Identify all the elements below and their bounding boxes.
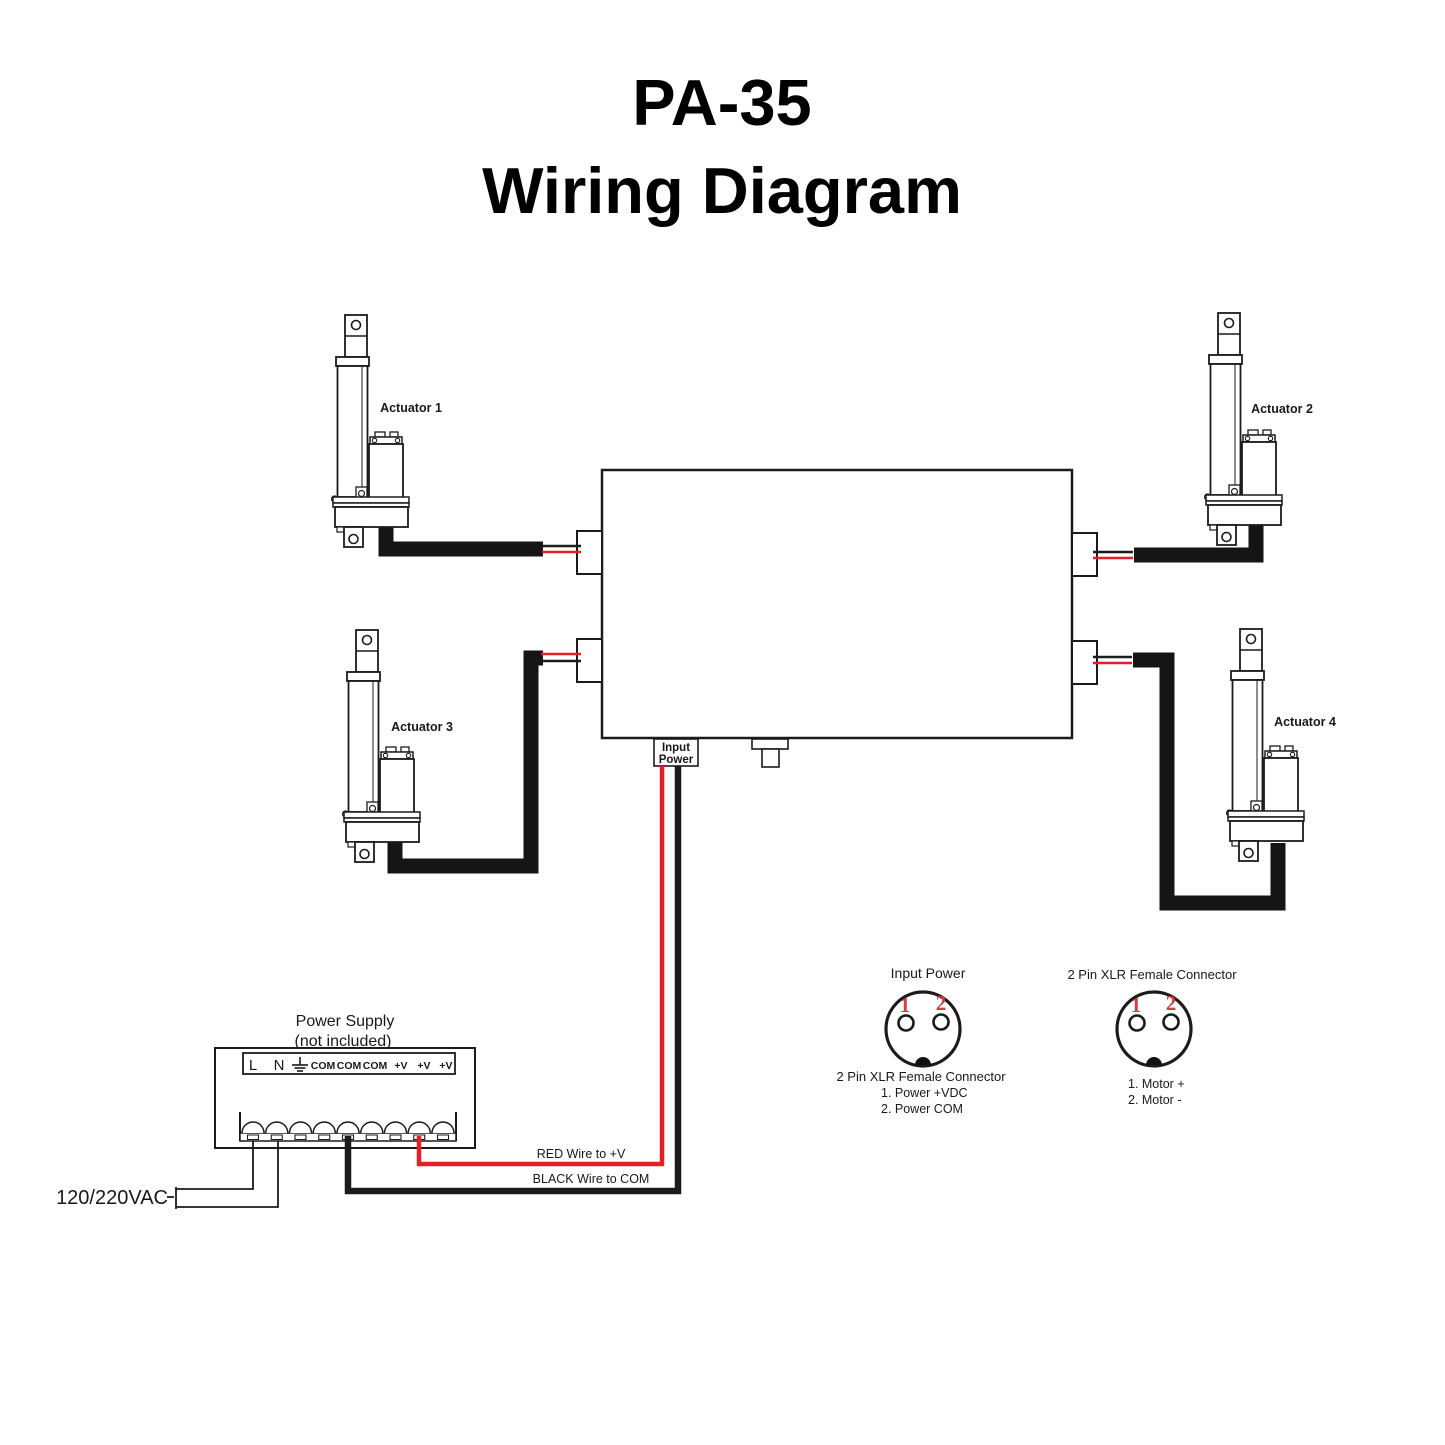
mains-line-wire [176, 1141, 254, 1190]
power-supply-title: Power Supply [296, 1013, 395, 1030]
bottom-connector-flange [751, 738, 789, 750]
actuator-1-cable [378, 516, 543, 557]
black-wire-label: BLACK Wire to COM [533, 1172, 650, 1186]
terminal-label-com3: COM [363, 1060, 388, 1072]
ground-icon [292, 1057, 308, 1072]
mains-neutral-wire [176, 1141, 279, 1208]
xlr-motor-pin1-desc: 1. Motor + [1128, 1077, 1185, 1091]
xlr-motor-pin-2 [1162, 1013, 1180, 1031]
black-power-wire [344, 766, 682, 1195]
control-box-body [600, 468, 1074, 740]
xlr-motor-pin-2-number: 2 [1166, 991, 1177, 1015]
xlr-input-pin1-desc: 1. Power +VDC [881, 1086, 968, 1100]
connector-port-actuator-2 [1071, 532, 1098, 577]
control-box: Input Power [576, 468, 1098, 768]
red-wire-label: RED Wire to +V [537, 1147, 626, 1161]
actuator-2-graphic [1203, 312, 1283, 546]
connector-port-actuator-1 [576, 530, 603, 575]
mains-voltage-label: 120/220VAC [56, 1187, 168, 1209]
page-title-model: PA-35 [632, 66, 811, 139]
actuator-1-label: Actuator 1 [380, 401, 442, 415]
actuator-4-cable [1133, 652, 1286, 911]
xlr-input-shell [884, 990, 962, 1068]
xlr-input-pin-1-number: 1 [900, 993, 911, 1017]
power-supply: Power Supply (not included) L N COM COM … [214, 1013, 476, 1149]
xlr-motor-pin-1-number: 1 [1131, 993, 1142, 1017]
actuator-3-cable [387, 650, 543, 874]
xlr-input-key-notch [915, 1057, 931, 1065]
page-title-subtitle: Wiring Diagram [482, 154, 962, 227]
xlr-motor-key-notch [1146, 1057, 1162, 1065]
xlr-input-pin2-desc: 2. Power COM [881, 1102, 963, 1116]
connector-port-actuator-3 [576, 638, 603, 683]
actuator-3-label: Actuator 3 [391, 720, 453, 734]
terminal-label-v3: +V [439, 1060, 452, 1072]
terminal-label-N: N [274, 1057, 285, 1074]
terminal-label-L: L [249, 1057, 257, 1074]
xlr-motor-pin-1 [1128, 1014, 1146, 1032]
terminal-label-com1: COM [311, 1060, 336, 1072]
terminal-label-com2: COM [337, 1060, 362, 1072]
xlr-motor-title: 2 Pin XLR Female Connector [1067, 967, 1237, 982]
title-block: PA-35 Wiring Diagram [482, 66, 962, 227]
terminal-label-v2: +V [417, 1060, 430, 1072]
actuator-1-graphic [330, 314, 410, 548]
actuators: Actuator 1 Actuator 2 Actuator 3 Actuato… [330, 312, 1336, 863]
xlr-input-pin-2-number: 2 [936, 991, 947, 1015]
xlr-motor-pin2-desc: 2. Motor - [1128, 1093, 1182, 1107]
xlr-motor-shell [1115, 990, 1193, 1068]
terminal-label-v1: +V [394, 1060, 407, 1072]
xlr-input-pin-1 [897, 1014, 915, 1032]
input-power-port-label-line1: Input [662, 742, 690, 754]
mains-input: 120/220VAC [56, 1141, 279, 1209]
xlr-input-title: Input Power [891, 965, 966, 981]
xlr-input-pin-2 [932, 1013, 950, 1031]
xlr-input-caption: 2 Pin XLR Female Connector [836, 1069, 1006, 1084]
actuator-2-cable [1134, 516, 1264, 563]
xlr-input-detail: Input Power 1 2 2 Pin XLR Female Connect… [836, 965, 1006, 1116]
xlr-motor-detail: 2 Pin XLR Female Connector 1 2 1. Motor … [1067, 967, 1237, 1107]
actuator-4-graphic [1225, 628, 1305, 862]
bottom-connector-stem [761, 748, 780, 768]
input-power-port-label-line2: Power [659, 754, 694, 766]
actuator-3-graphic [341, 629, 421, 863]
actuator-2-label: Actuator 2 [1251, 402, 1313, 416]
input-power-wires: RED Wire to +V BLACK Wire to COM [344, 766, 682, 1195]
connector-wire-pairs [541, 544, 1133, 665]
screw-terminals-row [241, 1121, 455, 1134]
actuator-4-label: Actuator 4 [1274, 715, 1336, 729]
actuator-cables [378, 516, 1286, 911]
red-power-wire [416, 766, 665, 1167]
power-supply-subtitle: (not included) [295, 1033, 392, 1050]
